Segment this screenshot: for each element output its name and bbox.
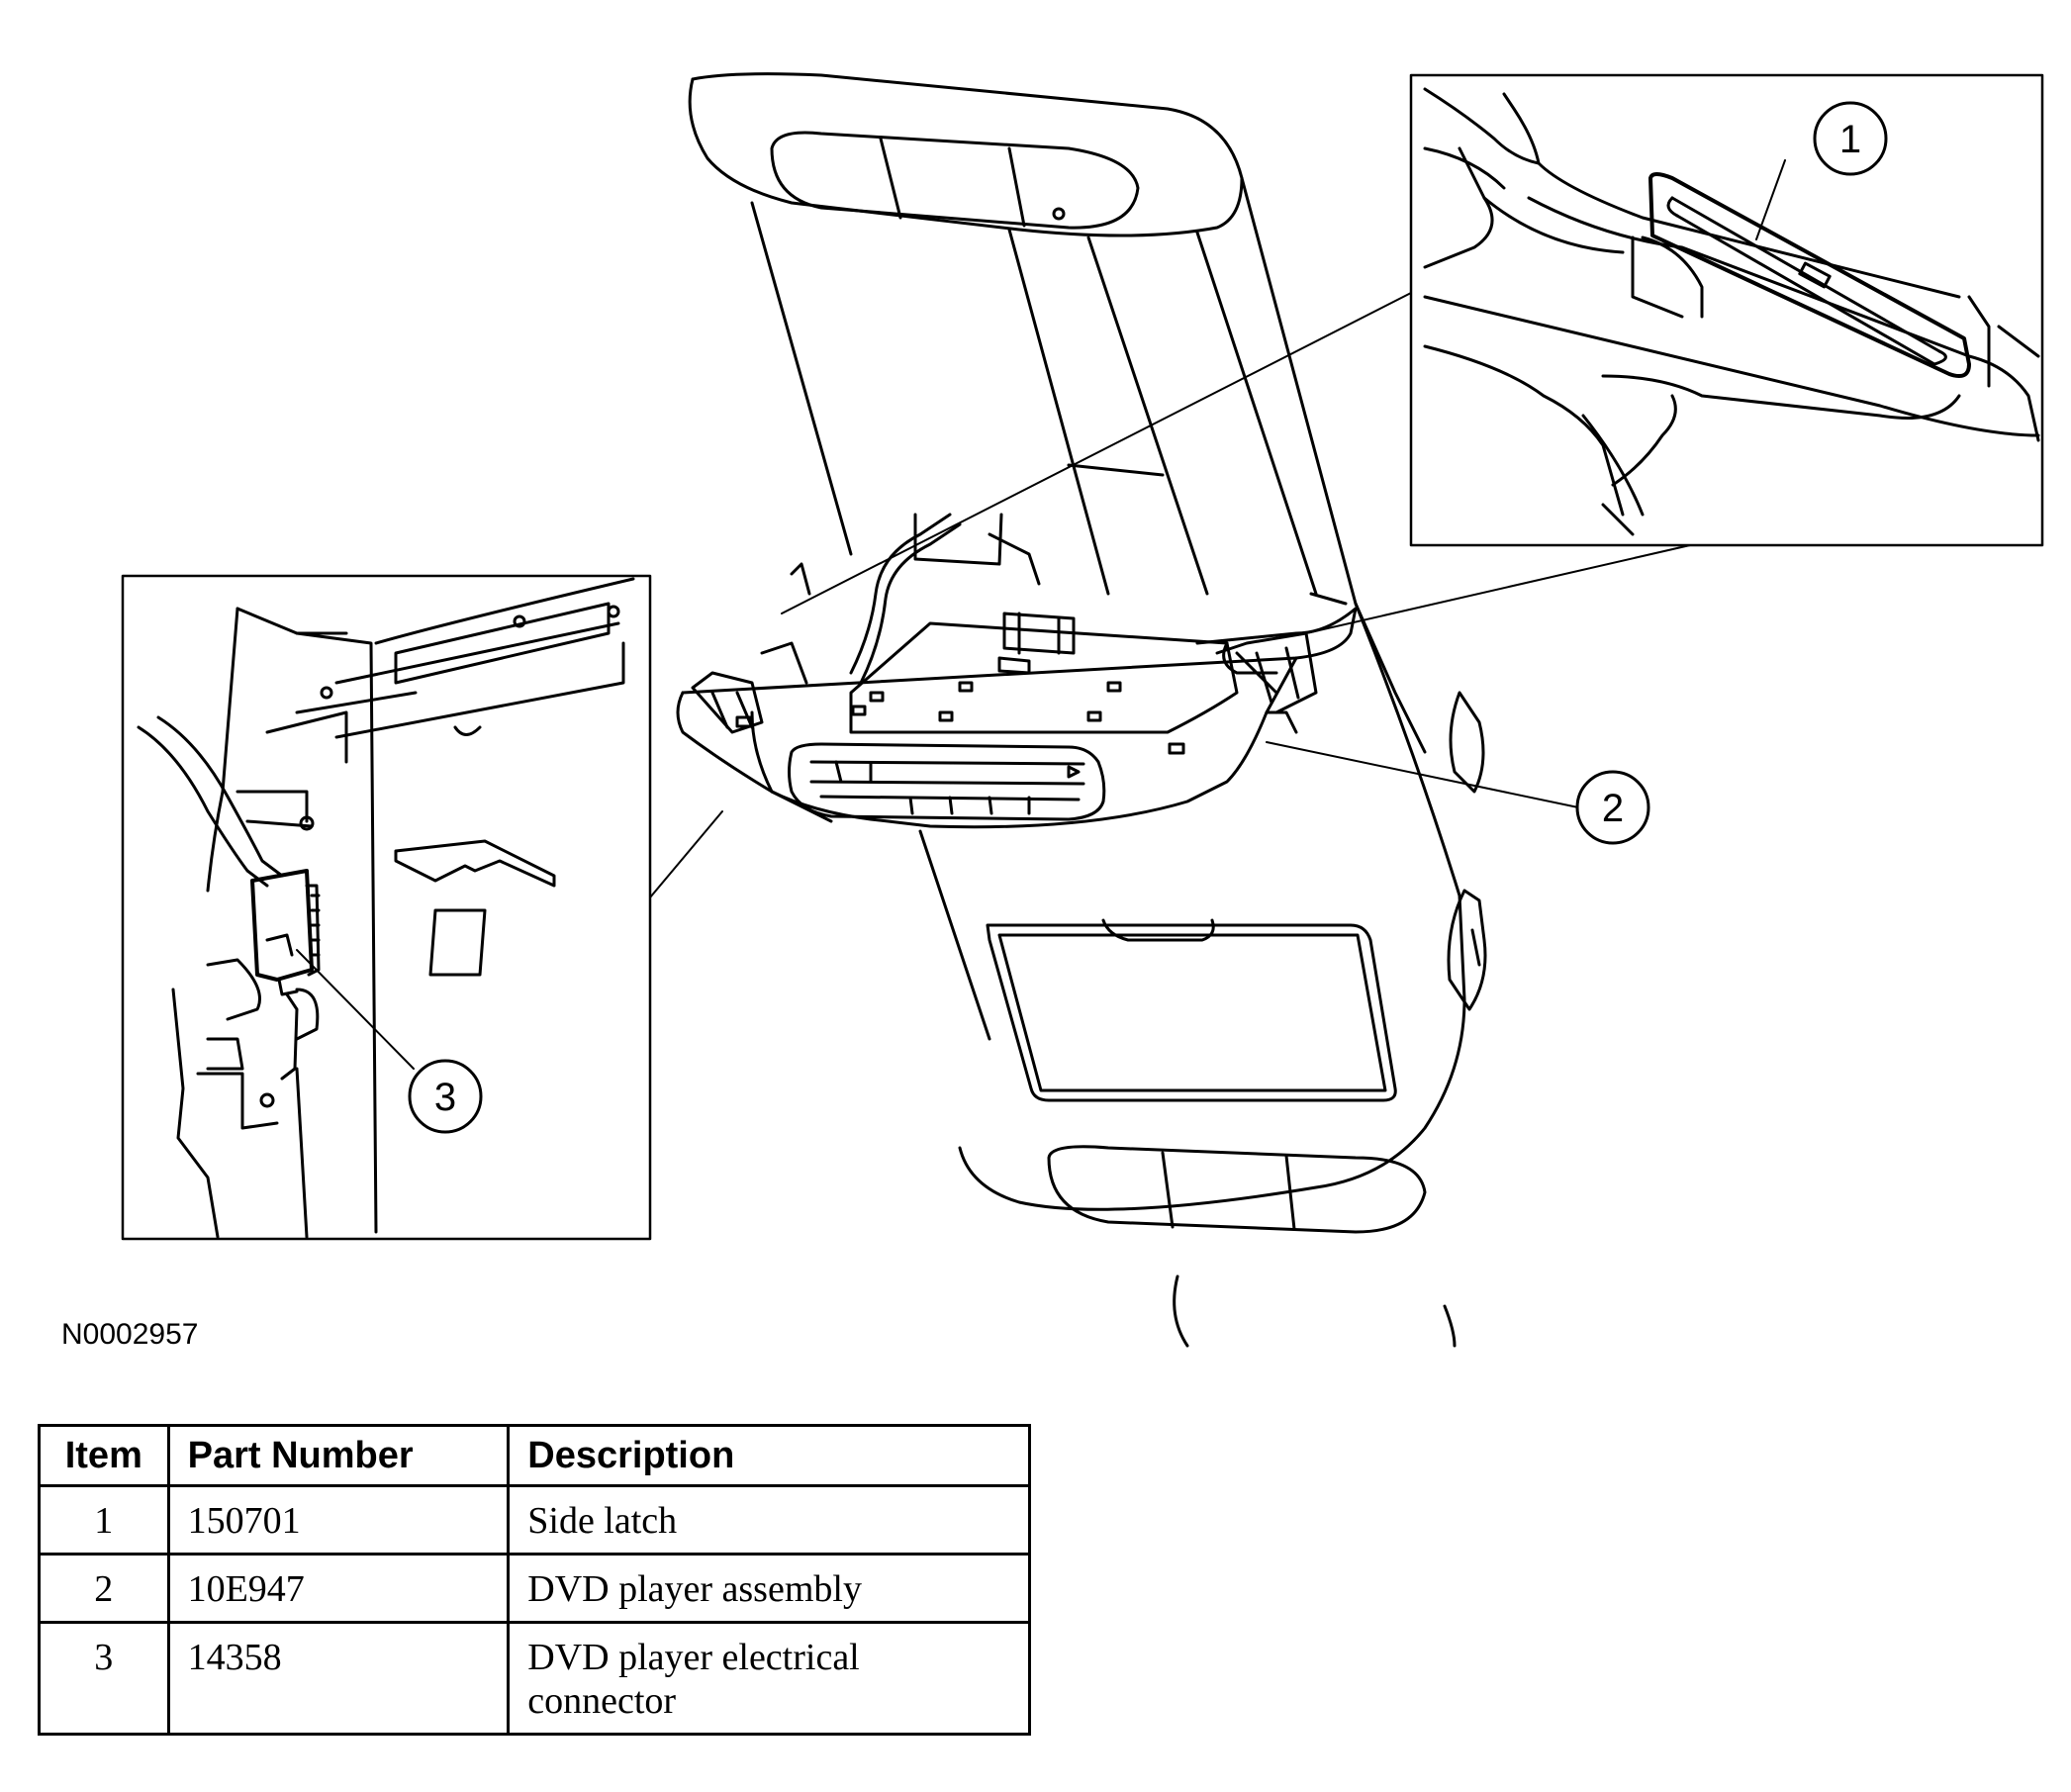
parts-table: Item Part Number Description 1 150701 Si… [38,1424,1031,1736]
cell-part-number: 14358 [166,1621,511,1736]
cell-part-number: 150701 [166,1484,511,1556]
cell-item: 2 [38,1553,170,1624]
cell-part-number: 10E947 [166,1553,511,1624]
table-row: 1 150701 Side latch [38,1484,1031,1556]
cell-item: 3 [38,1621,170,1736]
svg-text:1: 1 [1839,118,1861,161]
table-header-row: Item Part Number Description [38,1424,1031,1487]
callout-3: 3 [408,1059,483,1134]
cell-description: DVD player assembly [507,1553,1031,1624]
detail-inset-connector [121,574,652,1241]
table-row: 3 14358 DVD player electrical connector [38,1621,1031,1736]
dvd-player-assembly [676,513,1358,829]
figure-id: N0002957 [61,1318,199,1351]
roof-headliner [688,72,1487,1348]
detail-inset-side-latch [1409,73,2044,547]
header-description: Description [507,1424,1031,1487]
svg-text:2: 2 [1602,787,1624,830]
callout-2: 2 [1575,770,1650,845]
header-item: Item [38,1424,170,1487]
svg-text:3: 3 [434,1076,456,1119]
cell-description: DVD player electrical connector [507,1621,1031,1736]
leader-lines [296,159,1786,1070]
exploded-view-diagram: 1 2 3 [121,72,2044,1348]
cell-item: 1 [38,1484,170,1556]
table-row: 2 10E947 DVD player assembly [38,1553,1031,1624]
cell-description: Side latch [507,1484,1031,1556]
header-part-number: Part Number [166,1424,511,1487]
callout-1: 1 [1813,101,1888,176]
